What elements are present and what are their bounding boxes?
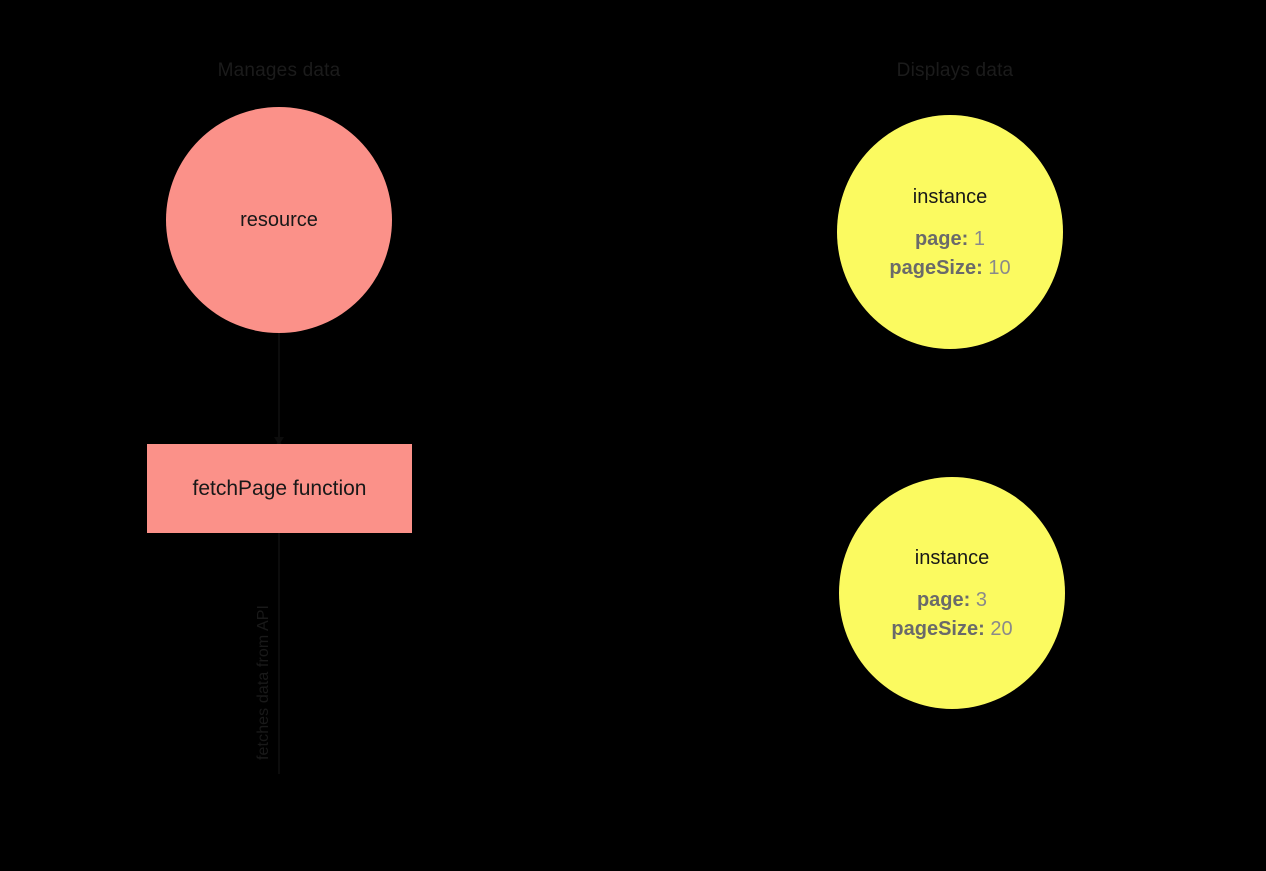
- property-value-pagesize: 20: [990, 617, 1013, 640]
- node-resource-label: resource: [240, 209, 318, 231]
- property-value-page: 3: [975, 588, 987, 611]
- property-value-page: 1: [973, 227, 985, 250]
- edge-fetchpage-to-api: [278, 444, 280, 774]
- node-instance-1[interactable]: instance page: 1 pageSize: 10: [837, 115, 1063, 349]
- property-key-page: page:: [916, 588, 971, 611]
- node-instance-2-properties: page: 3 pageSize: 20: [891, 588, 1012, 641]
- property-key-page: page:: [914, 227, 969, 250]
- edge-resource-to-fetchpage: [278, 333, 280, 444]
- edge-label-fetches-data-from-api: fetches data from API: [255, 604, 272, 760]
- node-resource[interactable]: resource: [166, 107, 392, 333]
- node-fetchpage-function-label: fetchPage function: [192, 476, 367, 500]
- property-row-page: page: 3: [917, 588, 987, 612]
- group-caption-displays-data: Displays data: [896, 60, 1014, 81]
- node-instance-1-properties: page: 1 pageSize: 10: [889, 227, 1010, 280]
- node-instance-1-label: instance: [912, 185, 988, 208]
- group-caption-manages-data: Manages data: [217, 60, 341, 81]
- property-key-pagesize: pageSize:: [891, 617, 985, 640]
- node-fetchpage-function[interactable]: fetchPage function: [147, 444, 412, 533]
- property-row-pagesize: pageSize: 10: [889, 256, 1010, 280]
- node-instance-2-label: instance: [914, 546, 990, 569]
- node-instance-2[interactable]: instance page: 3 pageSize: 20: [839, 477, 1065, 709]
- property-value-pagesize: 10: [988, 256, 1011, 279]
- property-key-pagesize: pageSize:: [889, 256, 983, 279]
- property-row-pagesize: pageSize: 20: [891, 617, 1012, 641]
- property-row-page: page: 1: [915, 227, 985, 251]
